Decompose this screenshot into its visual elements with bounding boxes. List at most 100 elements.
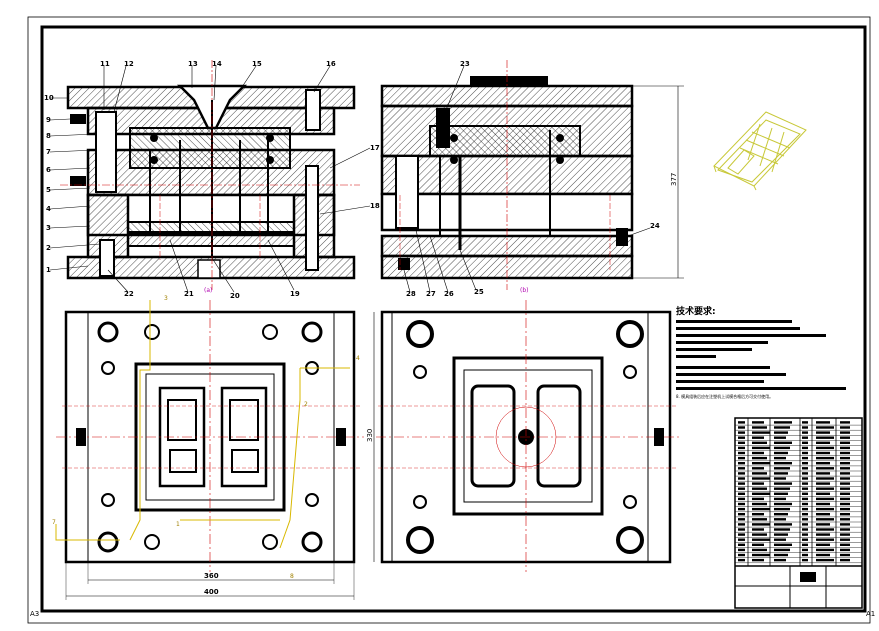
callout-labels: 1 2 3 4 5 6 7 8 9 10 11 12 13 14 15 16 1… [44,60,660,300]
parts-row-text [752,436,764,439]
parts-row-text [802,502,808,506]
parts-row-text [738,553,745,557]
parts-row-text [816,502,830,506]
parts-row-text [840,451,850,455]
parts-row-text [738,421,745,424]
parts-row-text [840,431,850,434]
callout-12: 12 [124,60,134,68]
parts-row-text [752,502,767,506]
parts-row-text [774,477,786,480]
parts-row-text [840,497,850,501]
callout-19: 19 [290,290,300,298]
callout-3: 3 [46,224,51,232]
parts-row-text [738,548,745,552]
parts-row-text [738,543,745,546]
parts-row-text [816,426,834,429]
parts-row-text [840,477,850,480]
side-section-view [380,60,684,290]
parts-row-text [802,507,808,511]
parts-row-text [738,441,745,444]
parts-row-text [816,553,830,557]
parts-row-text [774,507,790,511]
plan-view-fixed-half [376,300,680,572]
parts-row-text [774,492,788,495]
parts-row-text [738,558,745,562]
parts-row-text [738,497,745,501]
parts-row-text [774,426,790,429]
parts-row-text [802,431,808,434]
callout-11: 11 [100,60,110,68]
parts-row-text [840,467,850,470]
parts-row-text [738,462,745,465]
parts-row-text [816,548,834,552]
parts-row-text [752,513,764,516]
parts-row-text [774,421,792,424]
parts-row-text [840,472,850,475]
parts-row-text [738,482,745,485]
parts-row-text [802,426,808,429]
callout-20: 20 [230,292,240,300]
parts-row-text [738,456,745,460]
parts-row-text [774,523,792,526]
front-section-view [60,60,360,290]
parts-row-text [802,487,808,490]
parts-row-text [816,558,834,562]
parts-row-text [738,431,745,434]
parts-row-text [816,421,830,424]
parts-row-text [774,431,788,434]
parts-row-text [752,548,767,552]
parts-row-text [752,441,767,444]
callout-15: 15 [252,60,262,68]
parts-row-text [752,472,767,475]
parts-row-text [816,431,830,434]
parts-row-text [816,467,834,470]
callout-24: 24 [650,222,660,230]
parts-row-text [840,523,850,526]
dim-plate-width-inner: 360 [204,572,219,580]
parts-row-text [840,533,850,536]
parts-row-text [802,548,808,552]
parts-row-text [816,462,830,465]
parts-row-text [802,451,808,455]
callout-22: 22 [124,290,134,298]
parts-row-text [738,472,745,475]
callout-4: 4 [46,205,51,213]
parts-row-text [752,523,770,526]
parts-list-rows [735,421,862,563]
parts-row-text [802,492,808,495]
parts-row-text [816,482,830,485]
parts-row-text [752,456,767,460]
parts-row-text [752,538,770,541]
parts-row-text [802,553,808,557]
parts-row-text [840,462,850,465]
parts-row-text [774,451,788,455]
parts-row-text [816,538,834,541]
callout-8: 8 [46,132,51,140]
parts-row-text [840,518,850,521]
callout-26: 26 [444,290,454,298]
parts-row-text [774,446,790,450]
callout-23: 23 [460,60,470,68]
parts-row-text [774,456,786,460]
parts-row-text [738,467,745,470]
parts-row-text [738,446,745,450]
cooling-mark-6: 1 [176,521,180,528]
parts-row-text [752,446,770,450]
parts-row-text [816,497,834,501]
parts-row-text [816,446,834,450]
section-mark-b: (b) [520,287,529,294]
parts-row-text [840,487,850,490]
parts-row-text [752,467,764,470]
parts-row-text [752,477,770,480]
parts-row-text [738,426,745,429]
parts-row-text [802,441,808,444]
parts-row-text [752,528,764,531]
parts-row-text [802,528,808,531]
parts-row-text [738,492,745,495]
parts-row-text [802,533,808,536]
cooling-mark-3: 7 [52,519,56,526]
parts-row-text [752,492,770,495]
parts-row-text [802,558,808,562]
parts-row-text [840,436,850,439]
